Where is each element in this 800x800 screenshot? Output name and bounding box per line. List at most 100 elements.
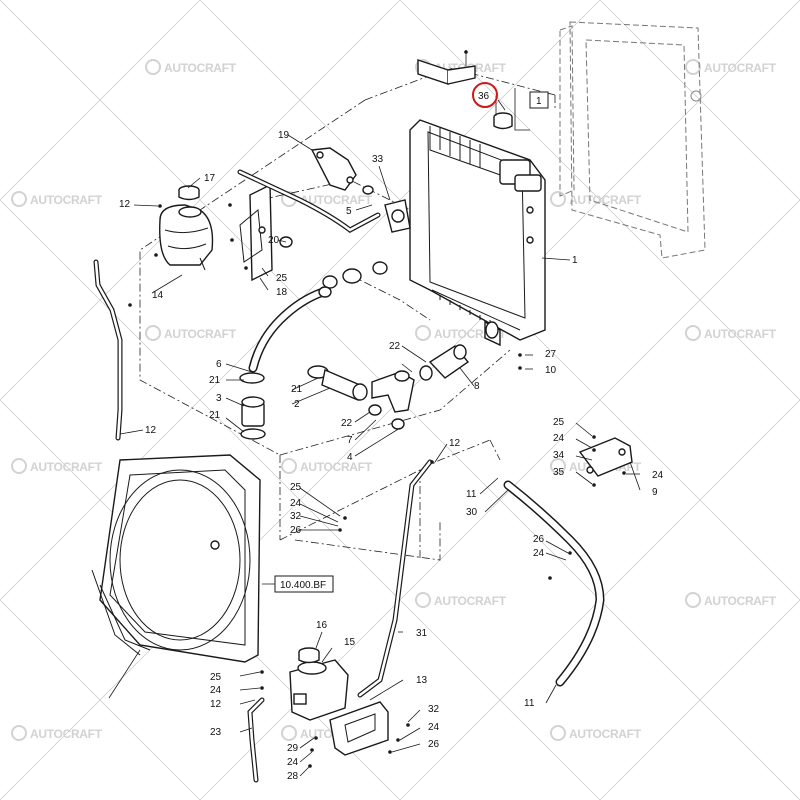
callout-26b: 26: [290, 525, 302, 536]
bracket-13[interactable]: [329, 701, 389, 756]
vent-line[interactable]: [237, 169, 381, 233]
watermark-logo: AUTOCRAFT: [685, 59, 777, 75]
reference-label: 10.400.BF: [280, 580, 326, 591]
watermark-text: AUTOCRAFT: [30, 193, 103, 207]
callout-7: 7: [347, 435, 353, 446]
fan-shroud[interactable]: [91, 454, 261, 663]
callout-3: 3: [216, 393, 222, 404]
callout-19: 19: [278, 130, 290, 141]
watermark-logo: AUTOCRAFT: [685, 325, 777, 341]
callout-15: 15: [344, 637, 356, 648]
callout-35: 35: [553, 467, 565, 478]
lower-tank[interactable]: [289, 659, 349, 721]
callout-21c: 21: [291, 384, 303, 395]
radiator[interactable]: [409, 119, 546, 347]
leader-lines: [108, 88, 641, 777]
watermark-text: AUTOCRAFT: [434, 594, 507, 608]
callout-17: 17: [204, 173, 216, 184]
top-bracket[interactable]: [417, 50, 476, 85]
callout-25d: 25: [210, 672, 222, 683]
callout-25b: 25: [553, 417, 565, 428]
watermark-text: AUTOCRAFT: [569, 727, 642, 741]
watermark-text: AUTOCRAFT: [704, 594, 777, 608]
callout-8: 8: [474, 381, 480, 392]
lower-hose-2[interactable]: [307, 365, 368, 401]
watermark-text: AUTOCRAFT: [164, 61, 237, 75]
watermark-logo: AUTOCRAFT: [685, 592, 777, 608]
callout-10: 10: [545, 365, 557, 376]
callout-24g: 24: [287, 757, 299, 768]
callout-29: 29: [287, 743, 299, 754]
watermark-text: AUTOCRAFT: [300, 460, 373, 474]
expansion-tank-cap[interactable]: [178, 185, 200, 201]
callout-36: 36: [478, 91, 490, 102]
hose-sleeves[interactable]: [322, 185, 388, 289]
callout-16: 16: [316, 620, 328, 631]
radiator-cap[interactable]: [493, 112, 513, 130]
callout-24b: 24: [652, 470, 664, 481]
bolts: [128, 203, 626, 768]
watermark-text: AUTOCRAFT: [569, 193, 642, 207]
hose-8[interactable]: [419, 344, 470, 381]
callout-14: 14: [152, 290, 164, 301]
callout-18: 18: [276, 287, 288, 298]
callout-26c: 26: [428, 739, 440, 750]
callout-33: 33: [372, 154, 384, 165]
callout-11b: 11: [524, 698, 535, 709]
callout-26a: 26: [533, 534, 545, 545]
callout-label: 1: [536, 96, 542, 107]
watermark-text: AUTOCRAFT: [164, 327, 237, 341]
callout-12d: 12: [210, 699, 222, 710]
callout-12b: 12: [145, 425, 157, 436]
callout-13: 13: [416, 675, 428, 686]
callout-4: 4: [347, 452, 353, 463]
watermark-logo: AUTOCRAFT: [550, 725, 642, 741]
callout-23: 23: [210, 727, 222, 738]
callout-28: 28: [287, 771, 299, 782]
lower-tank-cap[interactable]: [298, 647, 320, 664]
callout-34: 34: [553, 450, 565, 461]
hose-30[interactable]: [503, 480, 605, 687]
callout-5: 5: [346, 206, 352, 217]
watermark-text: AUTOCRAFT: [704, 327, 777, 341]
callout-21a: 21: [209, 375, 221, 386]
hose-23[interactable]: [247, 697, 265, 783]
watermark-logo: AUTOCRAFT: [415, 592, 507, 608]
highlighted-callout[interactable]: 36: [472, 82, 498, 108]
elbow-pipe-7[interactable]: [371, 370, 415, 413]
watermark-logo: AUTOCRAFT: [550, 191, 642, 207]
watermark-logo: AUTOCRAFT: [11, 191, 103, 207]
watermark-text: AUTOCRAFT: [30, 460, 103, 474]
callout-12c: 12: [449, 438, 461, 449]
bracket-9[interactable]: [578, 437, 633, 477]
callout-22b: 22: [341, 418, 353, 429]
assembly-lines: [139, 67, 556, 561]
expansion-tank[interactable]: [159, 204, 214, 271]
pipe-31[interactable]: [357, 459, 433, 698]
callout-9: 9: [652, 487, 658, 498]
watermark-logo: AUTOCRAFT: [145, 59, 237, 75]
watermark-text: AUTOCRAFT: [300, 193, 373, 207]
callout-25a: 25: [276, 273, 288, 284]
callout-25c: 25: [290, 482, 302, 493]
seal-ring[interactable]: [384, 199, 411, 233]
callout-24e: 24: [210, 685, 222, 696]
watermark-logo: AUTOCRAFT: [11, 725, 103, 741]
support-bracket[interactable]: [310, 147, 357, 191]
callout-32a: 32: [290, 511, 302, 522]
overflow-pipe-12[interactable]: [93, 259, 123, 441]
hose-connector-3[interactable]: [239, 372, 266, 440]
callout-12a: 12: [119, 199, 131, 210]
tank-bracket[interactable]: [239, 183, 273, 282]
watermark-logo: AUTOCRAFT: [145, 325, 237, 341]
callout-20: 20: [268, 235, 280, 246]
callout-27: 27: [545, 349, 557, 360]
callout-24f: 24: [428, 722, 440, 733]
upper-hose[interactable]: [248, 286, 332, 373]
watermark-text: AUTOCRAFT: [30, 727, 103, 741]
callouts: 1 19 33 5 17 12 20 25 18 14 6 21 3 21 21…: [119, 130, 664, 782]
reference-box-10400bf[interactable]: 10.400.BF: [274, 575, 334, 593]
callout-2: 2: [294, 399, 300, 410]
reference-box-1: 1: [529, 91, 549, 109]
